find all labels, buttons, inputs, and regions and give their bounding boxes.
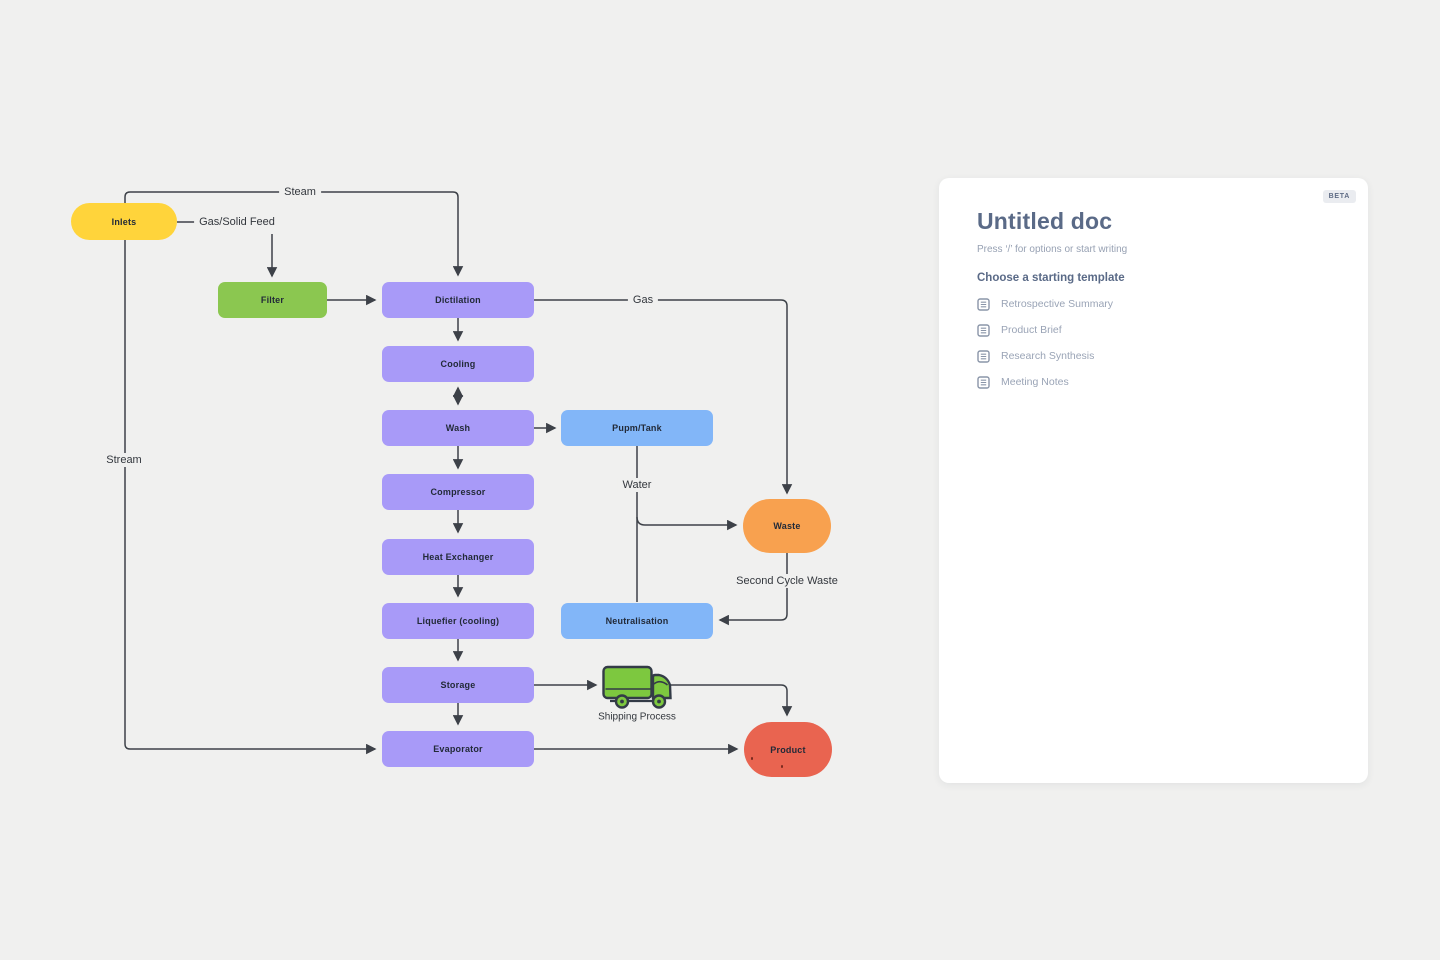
connector-truck-product[interactable] xyxy=(671,684,793,717)
stray-mark xyxy=(751,757,753,760)
doc-placeholder[interactable]: Press ‘/’ for options or start writing xyxy=(977,244,1128,255)
node-waste[interactable]: Waste xyxy=(743,499,831,553)
doc-panel: BETA Untitled doc Press ‘/’ for options … xyxy=(939,178,1368,783)
template-item-research-synthesis[interactable]: Research Synthesis xyxy=(977,343,1338,369)
stray-mark xyxy=(781,765,783,768)
document-icon xyxy=(977,375,990,389)
node-product[interactable]: Product xyxy=(744,722,832,777)
template-item-meeting-notes[interactable]: Meeting Notes xyxy=(977,369,1338,395)
connector-stream[interactable] xyxy=(124,221,377,755)
label-steam[interactable]: Steam xyxy=(279,185,321,199)
connector-water-waste[interactable] xyxy=(636,516,738,531)
doc-title[interactable]: Untitled doc xyxy=(977,208,1113,234)
node-inlets[interactable]: Inlets xyxy=(71,203,177,240)
connector-second-cycle-waste[interactable] xyxy=(718,553,788,626)
template-item-product-brief[interactable]: Product Brief xyxy=(977,317,1338,343)
node-cooling[interactable]: Cooling xyxy=(382,346,534,382)
node-pupm-tank[interactable]: Pupm/Tank xyxy=(561,410,713,446)
templates-heading: Choose a starting template xyxy=(977,272,1125,284)
template-item-label: Research Synthesis xyxy=(1001,350,1095,362)
truck-icon[interactable] xyxy=(602,661,672,709)
label-stream[interactable]: Stream xyxy=(101,453,147,467)
template-item-label: Product Brief xyxy=(1001,324,1062,336)
template-item-label: Meeting Notes xyxy=(1001,376,1069,388)
template-item-label: Retrospective Summary xyxy=(1001,298,1114,310)
label-second-cycle-waste[interactable]: Second Cycle Waste xyxy=(731,574,843,588)
label-gas[interactable]: Gas xyxy=(627,293,659,307)
connector-gas[interactable] xyxy=(534,299,793,495)
node-compressor[interactable]: Compressor xyxy=(382,474,534,510)
node-evaporator[interactable]: Evaporator xyxy=(382,731,534,767)
template-item-retrospective-summary[interactable]: Retrospective Summary xyxy=(977,291,1338,317)
node-dictilation[interactable]: Dictilation xyxy=(382,282,534,318)
node-storage[interactable]: Storage xyxy=(382,667,534,703)
template-list: Retrospective Summary Product Brief Rese… xyxy=(977,291,1338,395)
node-neutralisation[interactable]: Neutralisation xyxy=(561,603,713,639)
node-heat-exchanger[interactable]: Heat Exchanger xyxy=(382,539,534,575)
node-filter[interactable]: Filter xyxy=(218,282,327,318)
document-icon xyxy=(977,323,990,337)
node-liquefier[interactable]: Liquefier (cooling) xyxy=(382,603,534,639)
label-shipping-process[interactable]: Shipping Process xyxy=(598,711,676,723)
label-gas-solid-feed[interactable]: Gas/Solid Feed xyxy=(194,215,280,229)
document-icon xyxy=(977,297,990,311)
label-water[interactable]: Water xyxy=(617,478,657,492)
document-icon xyxy=(977,349,990,363)
node-wash[interactable]: Wash xyxy=(382,410,534,446)
connector-steam[interactable] xyxy=(124,191,464,277)
beta-badge: BETA xyxy=(1322,190,1356,203)
